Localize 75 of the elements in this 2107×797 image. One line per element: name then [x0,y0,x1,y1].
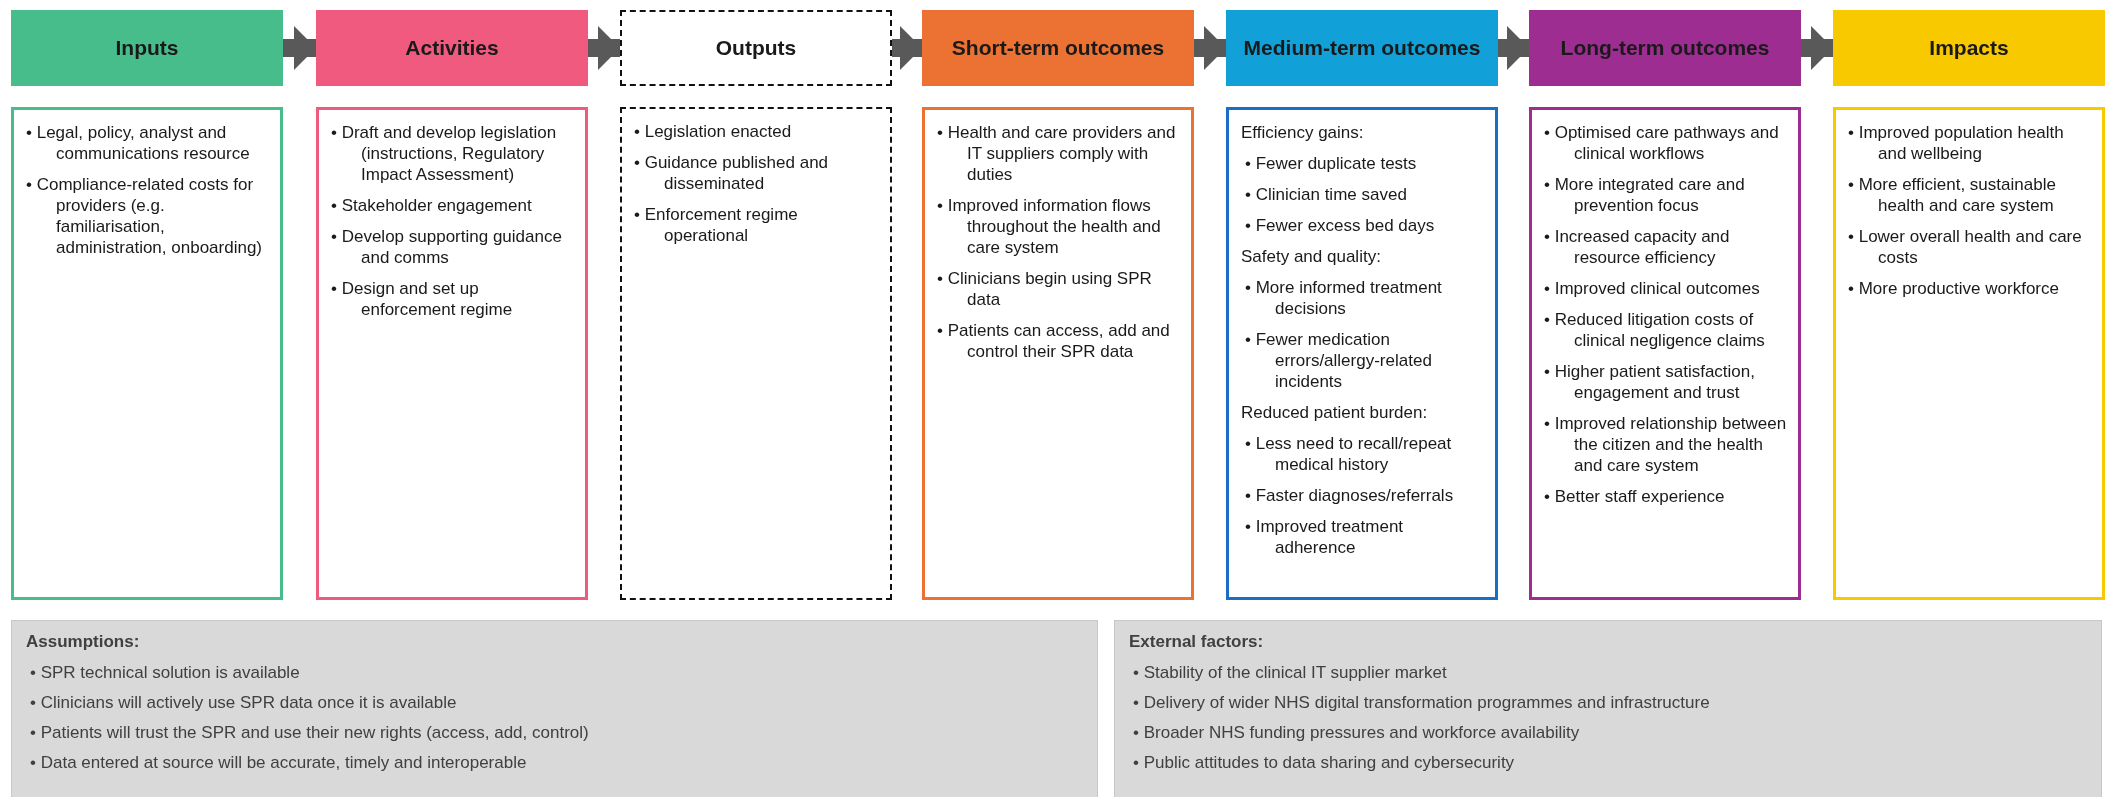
bullet-item: • Develop supporting guidance and comms [331,226,563,268]
bullet-item: • Patients will trust the SPR and use their new rights (access, add, control) [30,722,590,743]
bullet-item: • Data entered at source will be accurate, timely and interoperable [30,752,528,773]
arrow [283,26,316,70]
bullet-item: • Public attitudes to data sharing and cybersecurity [1133,752,1516,773]
column-title: Activities [405,36,499,60]
bullet-item: • Less need to recall/repeat medical history [1245,433,1453,475]
arrow [588,26,620,70]
content-box [1833,107,2105,600]
stage-header-box [1529,10,1801,86]
bullet-item: • More informed treatment decisions [1245,277,1443,319]
content-box [620,107,892,600]
stage-header-box [1226,10,1498,86]
stage-header-box [1833,10,2105,86]
bullet-item: • More productive workforce [1848,278,2060,299]
bullet-item: • Stability of the clinical IT supplier market [1133,662,1448,683]
arrow [1498,26,1529,70]
content-box [11,107,283,600]
bullet-item: • SPR technical solution is available [30,662,301,683]
bullet-item: • Enforcement regime operational [634,204,799,246]
subheading: Assumptions: [26,631,141,652]
bullet-item: • Patients can access, add and control their SPR data [937,320,1171,362]
stage-header-box [316,10,588,86]
bullet-item: • Delivery of wider NHS digital transformation programmes and infrastructure [1133,692,1711,713]
column-title: Inputs [115,36,179,60]
stage-header-box [922,10,1194,86]
arrow [892,26,922,70]
bullet-item: • Improved population health and wellbeing [1848,122,2065,164]
note-panel [11,620,1098,797]
content-box [1529,107,1801,600]
arrow [1194,26,1226,70]
content-box [316,107,588,600]
bullet-item: • Stakeholder engagement [331,195,533,216]
bullet-item: • Guidance published and disseminated [634,152,830,194]
content-box [1226,107,1498,600]
bullet-item: • Faster diagnoses/referrals [1245,485,1455,506]
bullet-item: • Compliance-related costs for providers (e.g. familiarisation, administration, onboarding) [26,174,263,258]
bullet-item: • Fewer duplicate tests [1245,153,1418,174]
column-title: Long-term outcomes [1560,36,1770,60]
bullet-item: • Reduced litigation costs of clinical negligence claims [1544,309,1766,351]
bullet-item: • Higher patient satisfaction, engagement and trust [1544,361,1756,403]
stage-header-box [620,10,892,86]
bullet-item: • Legal, policy, analyst and communications resource [26,122,251,164]
column-title: Medium-term outcomes [1243,36,1481,60]
bullet-item: • Clinician time saved [1245,184,1408,205]
content-box [922,107,1194,600]
subheading: Safety and quality: [1241,246,1382,267]
column-title: Impacts [1929,36,2009,60]
bullet-item: • More integrated care and prevention focus [1544,174,1746,216]
column-title: Short-term outcomes [951,36,1165,60]
subheading: Reduced patient burden: [1241,402,1429,423]
bullet-item: • Draft and develop legislation (instructions, Regulatory Impact Assessment) [331,122,558,185]
note-panel [1114,620,2102,797]
bullet-item: • Improved treatment adherence [1245,516,1405,558]
bullet-item: • Legislation enacted [634,121,793,142]
bullet-item: • Increased capacity and resource efficiency [1544,226,1731,268]
bullet-item: • Broader NHS funding pressures and workforce availability [1133,722,1581,743]
bullet-item: • Improved clinical outcomes [1544,278,1761,299]
stage-header-box [11,10,283,86]
bullet-item: • Better staff experience [1544,486,1726,507]
bullet-item: • More efficient, sustainable health and care system [1848,174,2057,216]
arrow [1801,26,1833,70]
bullet-item: • Optimised care pathways and clinical workflows [1544,122,1780,164]
bullet-item: • Clinicians will actively use SPR data once it is available [30,692,458,713]
bullet-item: • Design and set up enforcement regime [331,278,514,320]
bullet-item: • Clinicians begin using SPR data [937,268,1153,310]
bullet-item: • Improved relationship between the citizen and the health and care system [1544,413,1788,476]
bullet-item: • Lower overall health and care costs [1848,226,2083,268]
subheading: Efficiency gains: [1241,122,1365,143]
bullet-item: • Fewer medication errors/allergy-related incidents [1245,329,1433,392]
column-title: Outputs [715,36,797,60]
bullet-item: • Improved information flows throughout the health and care system [937,195,1162,258]
bullet-item: • Health and care providers and IT suppliers comply with duties [937,122,1177,185]
subheading: External factors: [1129,631,1265,652]
bullet-item: • Fewer excess bed days [1245,215,1436,236]
